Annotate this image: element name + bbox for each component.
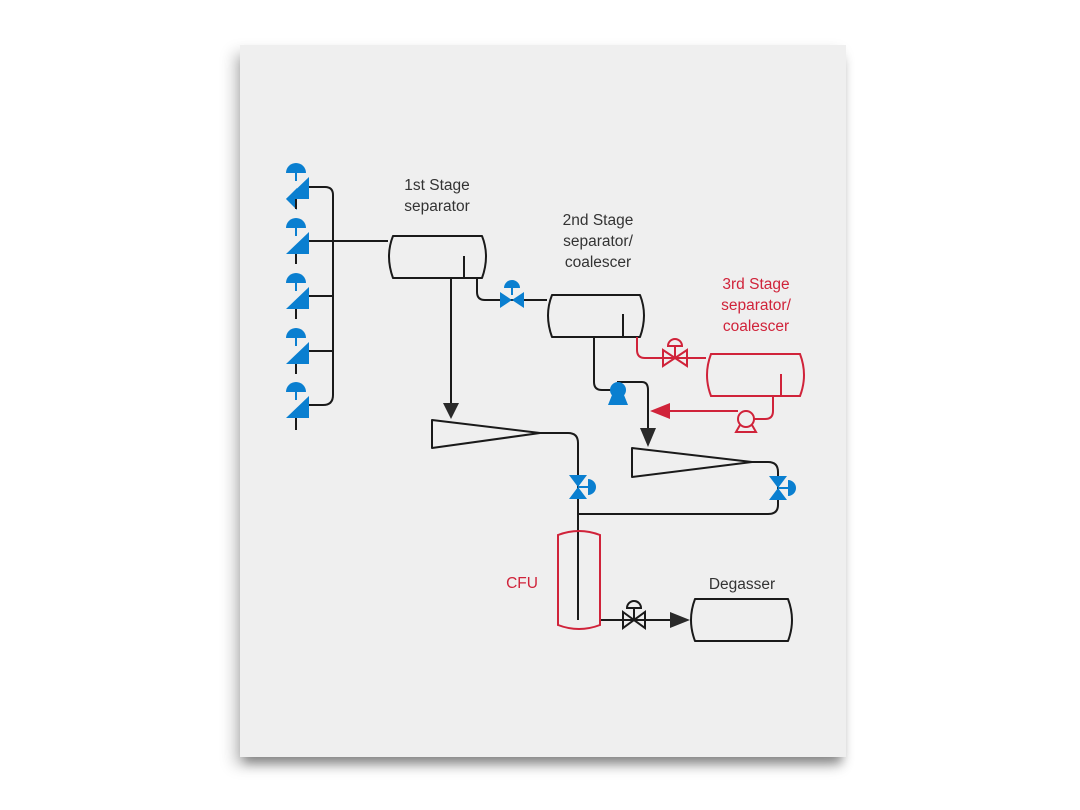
- wellhead-valve-1[interactable]: [286, 163, 309, 210]
- pipe-third-to-pump: [753, 396, 774, 420]
- degasser-label: Degasser: [709, 576, 775, 593]
- arrow-left-recycle: [650, 403, 670, 419]
- pipe-first-to-second: [476, 278, 547, 301]
- third-stage-separator: [706, 353, 805, 397]
- third-stage-valve[interactable]: [662, 338, 688, 368]
- arrow-right-degasser: [670, 612, 690, 628]
- cfu-vessel: [557, 530, 601, 630]
- hydrocyclone-2-outlet-valve[interactable]: [769, 476, 796, 500]
- hydrocyclone-1-outlet-valve[interactable]: [569, 475, 596, 499]
- arrow-down-hydrocyclone-1: [443, 403, 459, 419]
- pipe-hydrocyclone-2-out: [578, 461, 779, 515]
- degasser-vessel: [690, 598, 793, 642]
- first-stage-label-1: 1st Stage: [404, 177, 470, 194]
- first-stage-label-2: separator: [404, 198, 469, 215]
- hydrocyclone-1: [431, 419, 541, 449]
- hydrocyclone-2: [631, 447, 753, 478]
- third-stage-pump[interactable]: [734, 410, 758, 433]
- second-stage-pump[interactable]: [608, 382, 628, 405]
- second-stage-label-2: separator/: [563, 233, 633, 250]
- cfu-outlet-valve[interactable]: [622, 600, 646, 630]
- pipe-hydrocyclone-1-out: [540, 432, 579, 620]
- second-stage-label-1: 2nd Stage: [563, 212, 634, 229]
- third-stage-label-3: coalescer: [723, 318, 789, 335]
- second-stage-label-3: coalescer: [565, 254, 631, 271]
- wellhead-valve-3[interactable]: [286, 273, 309, 319]
- first-to-second-valve[interactable]: [500, 280, 524, 308]
- wellhead-valve-4[interactable]: [286, 328, 309, 374]
- cfu-label: CFU: [506, 575, 538, 592]
- pipe-second-to-pump: [593, 337, 617, 391]
- wellhead-valve-2[interactable]: [286, 218, 309, 264]
- third-stage-label-2: separator/: [721, 297, 791, 314]
- first-stage-separator: [388, 235, 487, 279]
- paper-sheet: [240, 45, 846, 757]
- pipe-pump-to-hydrocyclone: [617, 381, 649, 428]
- arrow-down-hydrocyclone-2: [640, 428, 656, 447]
- third-stage-label-1: 3rd Stage: [722, 276, 789, 293]
- pipe-second-to-third: [636, 337, 706, 359]
- second-stage-separator: [547, 294, 645, 338]
- wellhead-valve-5[interactable]: [286, 382, 309, 430]
